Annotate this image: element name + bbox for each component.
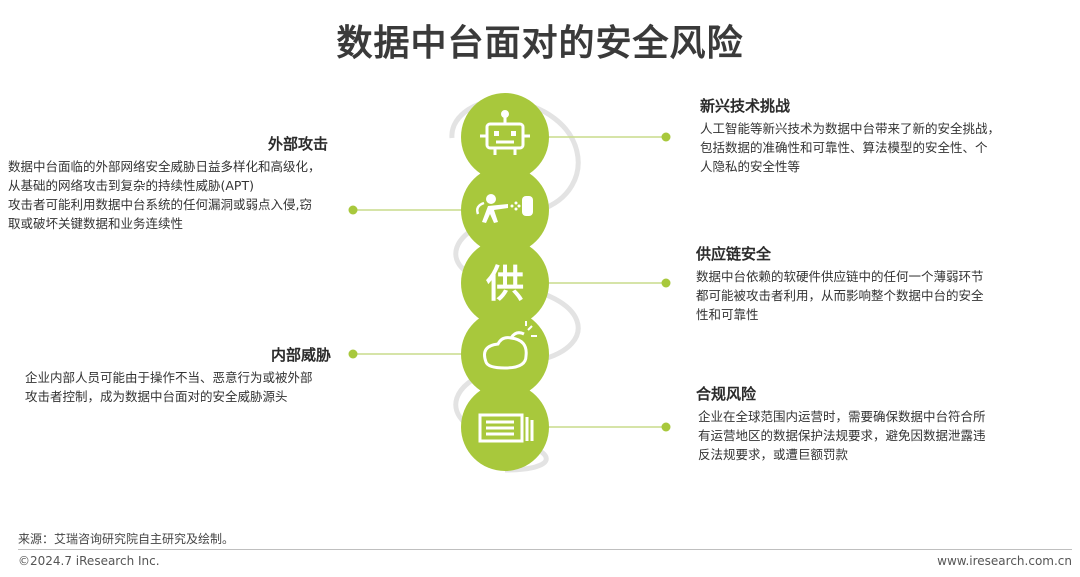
risk-heading: 合规风险 <box>696 385 757 403</box>
risk-block-supply-chain: 供应链安全 数据中台依赖的软硬件供应链中的任何一个薄弱环节 都可能被攻击者利用，… <box>696 243 1066 324</box>
risk-heading: 内部威胁 <box>270 346 331 364</box>
robot-icon <box>480 110 530 155</box>
risk-description: 企业在全球范围内运营时，需要确保数据中台符合所 有运营地区的数据保护法规要求，避… <box>698 409 986 462</box>
leader-dot <box>661 278 671 288</box>
leader-dot <box>348 349 358 359</box>
attacker-icon <box>476 194 533 223</box>
risk-description: 人工智能等新兴技术为数据中台带来了新的安全挑战， 包括数据的准确性和可靠性、算法… <box>700 121 1001 174</box>
leader-dot <box>348 205 358 215</box>
document-icon <box>478 413 534 443</box>
node-circle <box>461 310 549 398</box>
leader-dot <box>661 422 671 432</box>
page-title: 数据中台面对的安全风险 <box>336 23 744 64</box>
risk-block-compliance: 合规风险 企业在全球范围内运营时，需要确保数据中台符合所 有运营地区的数据保护法… <box>696 383 1066 464</box>
risk-heading: 外部攻击 <box>267 135 328 153</box>
risk-description: 数据中台面临的外部网络安全威胁日益多样化和高级化， 从基础的网络攻击到复杂的持续… <box>8 159 321 231</box>
risk-block-external-attack: 外部攻击 数据中台面临的外部网络安全威胁日益多样化和高级化， 从基础的网络攻击到… <box>8 133 348 233</box>
website-link[interactable]: www.iresearch.com.cn <box>937 554 1072 568</box>
risk-heading: 新兴技术挑战 <box>700 97 791 115</box>
risk-block-emerging-tech: 新兴技术挑战 人工智能等新兴技术为数据中台带来了新的安全挑战， 包括数据的准确性… <box>700 95 1070 176</box>
supply-icon: 供 <box>486 262 524 306</box>
footer-divider <box>18 549 1072 550</box>
leader-dot <box>661 132 671 142</box>
bomb-icon <box>483 321 537 370</box>
risk-description: 企业内部人员可能由于操作不当、恶意行为或被外部 攻击者控制，成为数据中台面对的安… <box>25 370 313 404</box>
risk-heading: 供应链安全 <box>696 245 772 263</box>
source-note: 来源：艾瑞咨询研究院自主研究及绘制。 <box>18 532 235 546</box>
risk-block-insider-threat: 内部威胁 企业内部人员可能由于操作不当、恶意行为或被外部 攻击者控制，成为数据中… <box>25 344 345 406</box>
risk-description: 数据中台依赖的软硬件供应链中的任何一个薄弱环节 都可能被攻击者利用，从而影响整个… <box>696 269 984 322</box>
node-circle <box>461 239 549 327</box>
node-circle <box>461 93 549 181</box>
copyright: ©2024.7 iResearch Inc. <box>18 554 160 568</box>
node-circle <box>461 166 549 254</box>
